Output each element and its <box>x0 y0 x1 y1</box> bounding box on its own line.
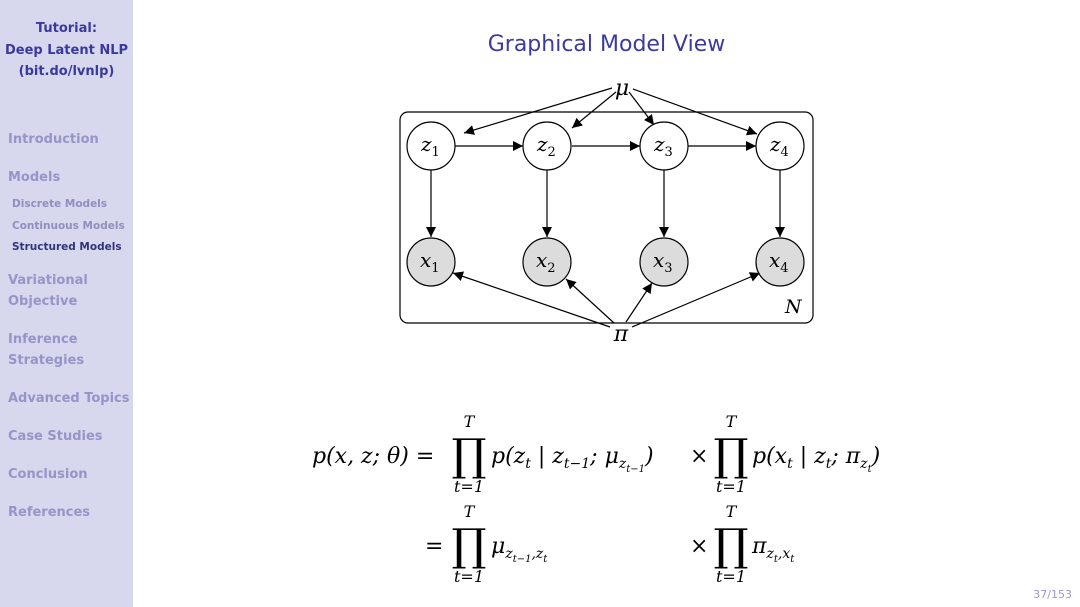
pi-edges <box>452 271 761 328</box>
nav-inference-strategies[interactable]: Inference Strategies <box>8 329 84 371</box>
edge-pi-x3 <box>625 282 653 323</box>
eq1-times: × <box>690 444 708 469</box>
pi-label: π <box>613 322 629 347</box>
x3-base: x <box>653 248 664 272</box>
svg-text:z3: z3 <box>653 132 673 160</box>
nav-inference-strategies-line-1: Inference <box>8 332 78 347</box>
nav-advanced-topics[interactable]: Advanced Topics <box>8 391 130 406</box>
observed-node-x1: x1 <box>406 237 456 287</box>
eq2-prod2-upper: T <box>726 502 738 521</box>
tutorial-title[interactable]: Tutorial: Deep Latent NLP (bit.do/lvnlp) <box>0 18 133 83</box>
svg-text:x2: x2 <box>536 248 556 276</box>
observed-node-x4: x4 <box>755 237 805 287</box>
edge-mu-z4 <box>632 88 758 136</box>
nav-case-studies[interactable]: Case Studies <box>8 429 103 444</box>
emission-edges <box>426 170 785 237</box>
nav-discrete-models[interactable]: Discrete Models <box>12 198 108 210</box>
edge-mu-z2 <box>571 91 617 129</box>
eq2-prod1-symbol: ∏ <box>451 520 486 571</box>
plate-label: N <box>784 296 803 318</box>
x4-sub: 4 <box>780 261 788 276</box>
eq1-lhs: p(x, z; θ) = <box>312 444 434 469</box>
nav-continuous-models[interactable]: Continuous Models <box>12 220 125 232</box>
svg-text:z2: z2 <box>536 132 556 160</box>
svg-text:x4: x4 <box>769 248 789 276</box>
tutorial-title-line-2: Deep Latent NLP <box>4 42 129 58</box>
z2-base: z <box>536 132 548 156</box>
edge-pi-x1 <box>452 271 611 328</box>
eq1-prod1-upper: T <box>464 412 476 431</box>
eq2-term1: μzt−1,zt <box>491 534 548 565</box>
eq1-prod1-symbol: ∏ <box>451 430 486 481</box>
sidebar: Tutorial: Deep Latent NLP (bit.do/lvnlp)… <box>0 0 133 607</box>
eq2-prod2-symbol: ∏ <box>713 520 748 571</box>
x1-sub: 1 <box>431 261 439 276</box>
nav-variational-objective-line-2: Objective <box>8 294 78 309</box>
eq2-prod1-upper: T <box>464 502 476 521</box>
x2-base: x <box>536 248 547 272</box>
eq2-times: × <box>690 534 708 559</box>
edge-mu-z3 <box>628 91 655 126</box>
z2-sub: 2 <box>548 145 556 160</box>
edge-mu-z1 <box>463 87 613 135</box>
x2-sub: 2 <box>547 261 555 276</box>
edge-pi-x4 <box>631 272 761 328</box>
z4-base: z <box>769 132 781 156</box>
slide-title: Graphical Model View <box>487 32 726 57</box>
eq1-prod1-lower: t=1 <box>454 477 484 496</box>
edge-pi-x2 <box>565 278 615 324</box>
nav-variational-objective[interactable]: Variational Objective <box>8 270 88 312</box>
plate-rectangle <box>399 111 814 324</box>
z1-base: z <box>420 132 432 156</box>
eq1-term2: p(xt | zt; πzt) <box>752 444 880 475</box>
nav-structured-models[interactable]: Structured Models <box>12 241 122 253</box>
mu-label: μ <box>615 76 629 101</box>
slide-number: 37/153 <box>1033 588 1072 601</box>
z3-base: z <box>653 132 665 156</box>
eq2-term2: πzt,xt <box>751 534 795 565</box>
eq1-term1: p(zt | zt−1; μzt−1) <box>491 444 654 475</box>
eq1-prod2-upper: T <box>726 412 738 431</box>
nav-variational-objective-line-1: Variational <box>8 273 88 288</box>
observed-node-x2: x2 <box>522 237 572 287</box>
nav-references[interactable]: References <box>8 505 91 520</box>
nav-models[interactable]: Models <box>8 170 61 185</box>
svg-text:x1: x1 <box>420 248 440 276</box>
equation-line-1: p(x, z; θ) = T ∏ t=1 p(zt | zt−1; μzt−1)… <box>312 412 880 496</box>
latent-node-z3: z3 <box>639 121 689 171</box>
observed-node-x3: x3 <box>639 237 689 287</box>
tutorial-title-line-3: (bit.do/lvnlp) <box>18 64 115 79</box>
x4-base: x <box>769 248 780 272</box>
z3-sub: 3 <box>665 145 673 160</box>
latent-node-z4: z4 <box>755 121 805 171</box>
equation-line-2: = T ∏ t=1 μzt−1,zt × T ∏ t=1 πzt,xt <box>425 502 795 586</box>
svg-text:z4: z4 <box>769 132 789 160</box>
nav-introduction[interactable]: Introduction <box>8 132 99 147</box>
x3-sub: 3 <box>664 261 672 276</box>
z4-sub: 4 <box>781 145 789 160</box>
x1-base: x <box>420 248 431 272</box>
eq1-prod2-symbol: ∏ <box>713 430 748 481</box>
svg-text:x3: x3 <box>653 248 673 276</box>
eq1-prod2-lower: t=1 <box>716 477 746 496</box>
eq2-equals: = <box>425 534 443 559</box>
svg-text:z1: z1 <box>420 132 440 160</box>
eq2-prod2-lower: t=1 <box>716 567 746 586</box>
nav-conclusion[interactable]: Conclusion <box>8 467 88 482</box>
mu-edges <box>463 87 758 136</box>
tutorial-title-line-1: Tutorial: <box>35 21 98 36</box>
latent-node-z2: z2 <box>522 121 572 171</box>
nav-inference-strategies-line-2: Strategies <box>8 353 85 368</box>
latent-node-z1: z1 <box>406 121 456 171</box>
eq2-prod1-lower: t=1 <box>454 567 484 586</box>
z1-sub: 1 <box>432 145 440 160</box>
